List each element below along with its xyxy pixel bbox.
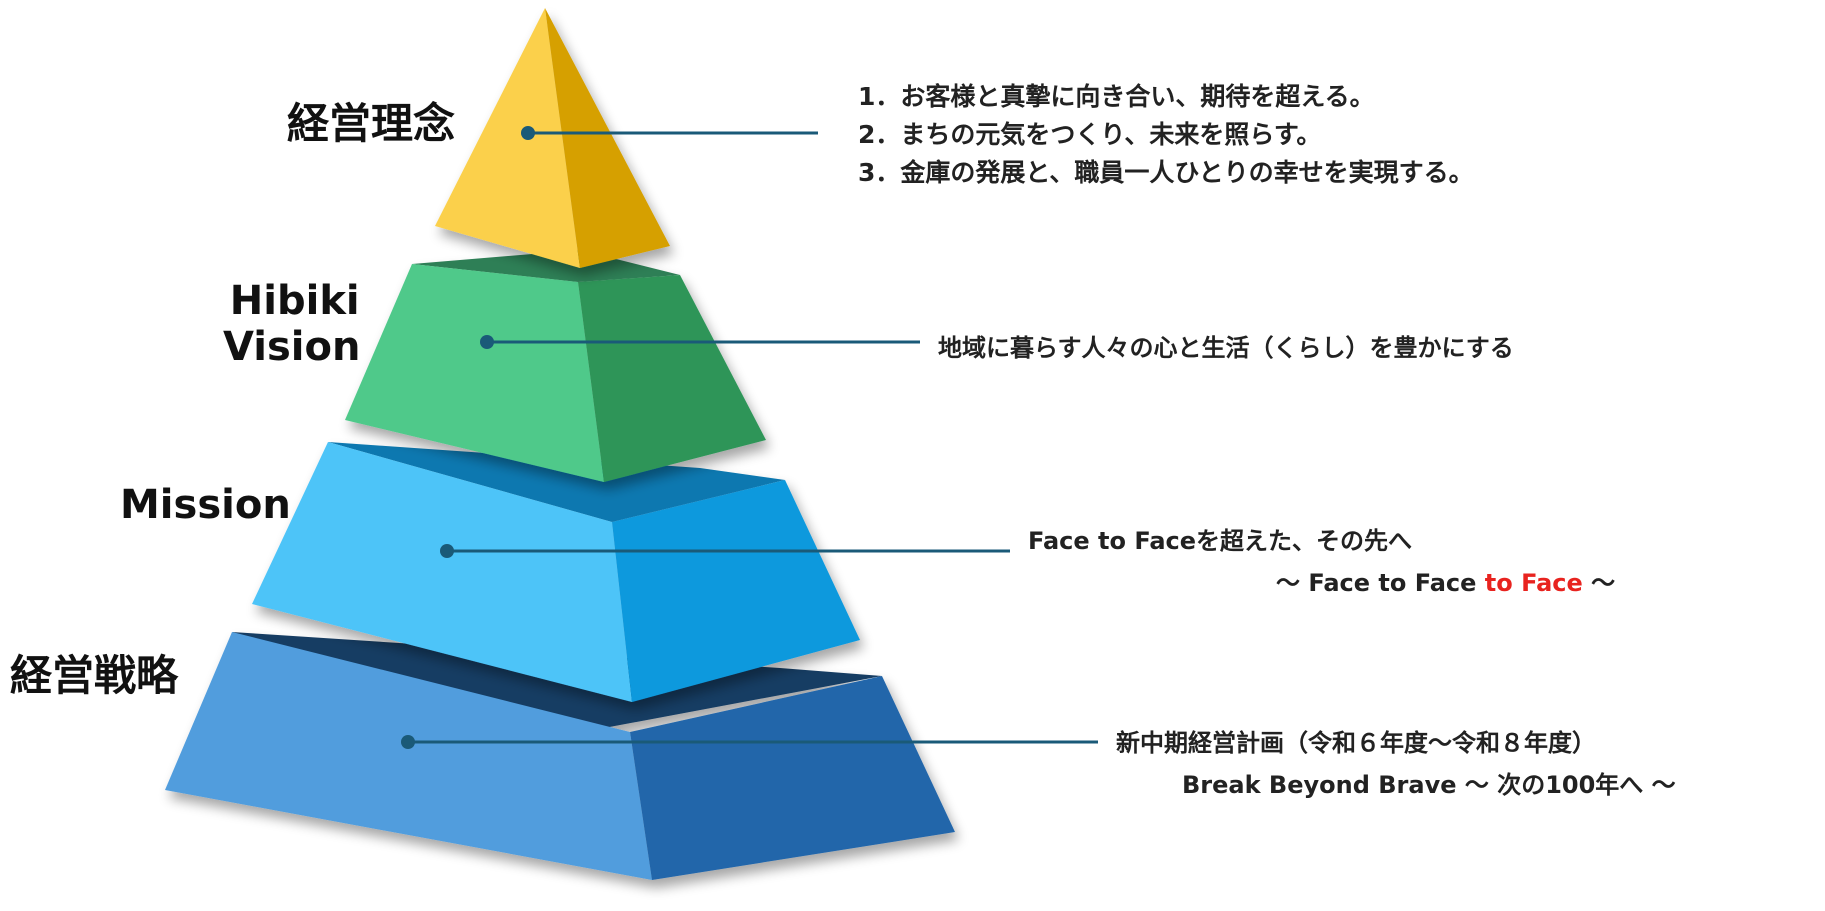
strategy-statement: 新中期経営計画（令和６年度～令和８年度） Break Beyond Brave … [1116,722,1676,806]
philosophy-item-3: 3．金庫の発展と、職員一人ひとりの幸せを実現する。 [858,158,1474,187]
tier-vision-top-face [412,250,680,282]
tier-strategy-block [165,632,955,880]
mission-line-1: Face to Faceを超えた、その先へ [1028,527,1413,555]
connector-mission [440,544,1010,558]
tier-vision-block [345,250,766,482]
mission-line-2-start: ～ Face to Face [1276,569,1485,597]
tier-philosophy-block [435,8,670,268]
tier-label-vision: Hibiki Vision [223,278,360,370]
philosophy-item-2: 2．まちの元気をつくり、未来を照らす。 [858,120,1322,149]
tier-mission-left-face [252,442,632,702]
tier-strategy-top-face [232,632,882,740]
tier-label-vision-line2: Vision [223,324,361,370]
tier-strategy-right-face [630,676,955,880]
tier-mission-right-face [612,480,860,702]
strategy-line-1: 新中期経営計画（令和６年度～令和８年度） [1116,729,1596,757]
mission-statement: Face to Faceを超えた、その先へ ～ Face to Face to … [1028,520,1615,604]
connector-vision [480,335,920,349]
tier-vision-right-face [578,275,766,482]
philosophy-item-1: 1．お客様と真摯に向き合い、期待を超える。 [858,82,1375,111]
connector-strategy [401,735,1098,749]
tier-label-philosophy: 経営理念 [287,99,456,148]
mission-line-2: ～ Face to Face to Face ～ [1028,562,1615,604]
tier-label-vision-line1: Hibiki [229,278,360,324]
mission-line-2-end: ～ [1582,569,1616,597]
tier-mission-top-face [328,442,785,522]
vision-statement: 地域に暮らす人々の心と生活（くらし）を豊かにする [938,334,1514,362]
tier-label-strategy: 経営戦略 [10,651,179,700]
mission-line-2-highlight: to Face [1484,569,1583,597]
tier-label-mission: Mission [120,482,291,528]
tier-vision-left-face [345,264,604,482]
tier-strategy-left-face [165,632,652,880]
connector-philosophy [521,126,818,140]
strategy-line-2: Break Beyond Brave ～ 次の100年へ ～ [1182,771,1676,799]
philosophy-list: 1．お客様と真摯に向き合い、期待を超える。 2．まちの元気をつくり、未来を照らす… [858,78,1474,192]
tier-mission-block [252,442,860,702]
tier-philosophy-right-face [545,8,670,268]
tier-philosophy-left-face [435,8,580,268]
